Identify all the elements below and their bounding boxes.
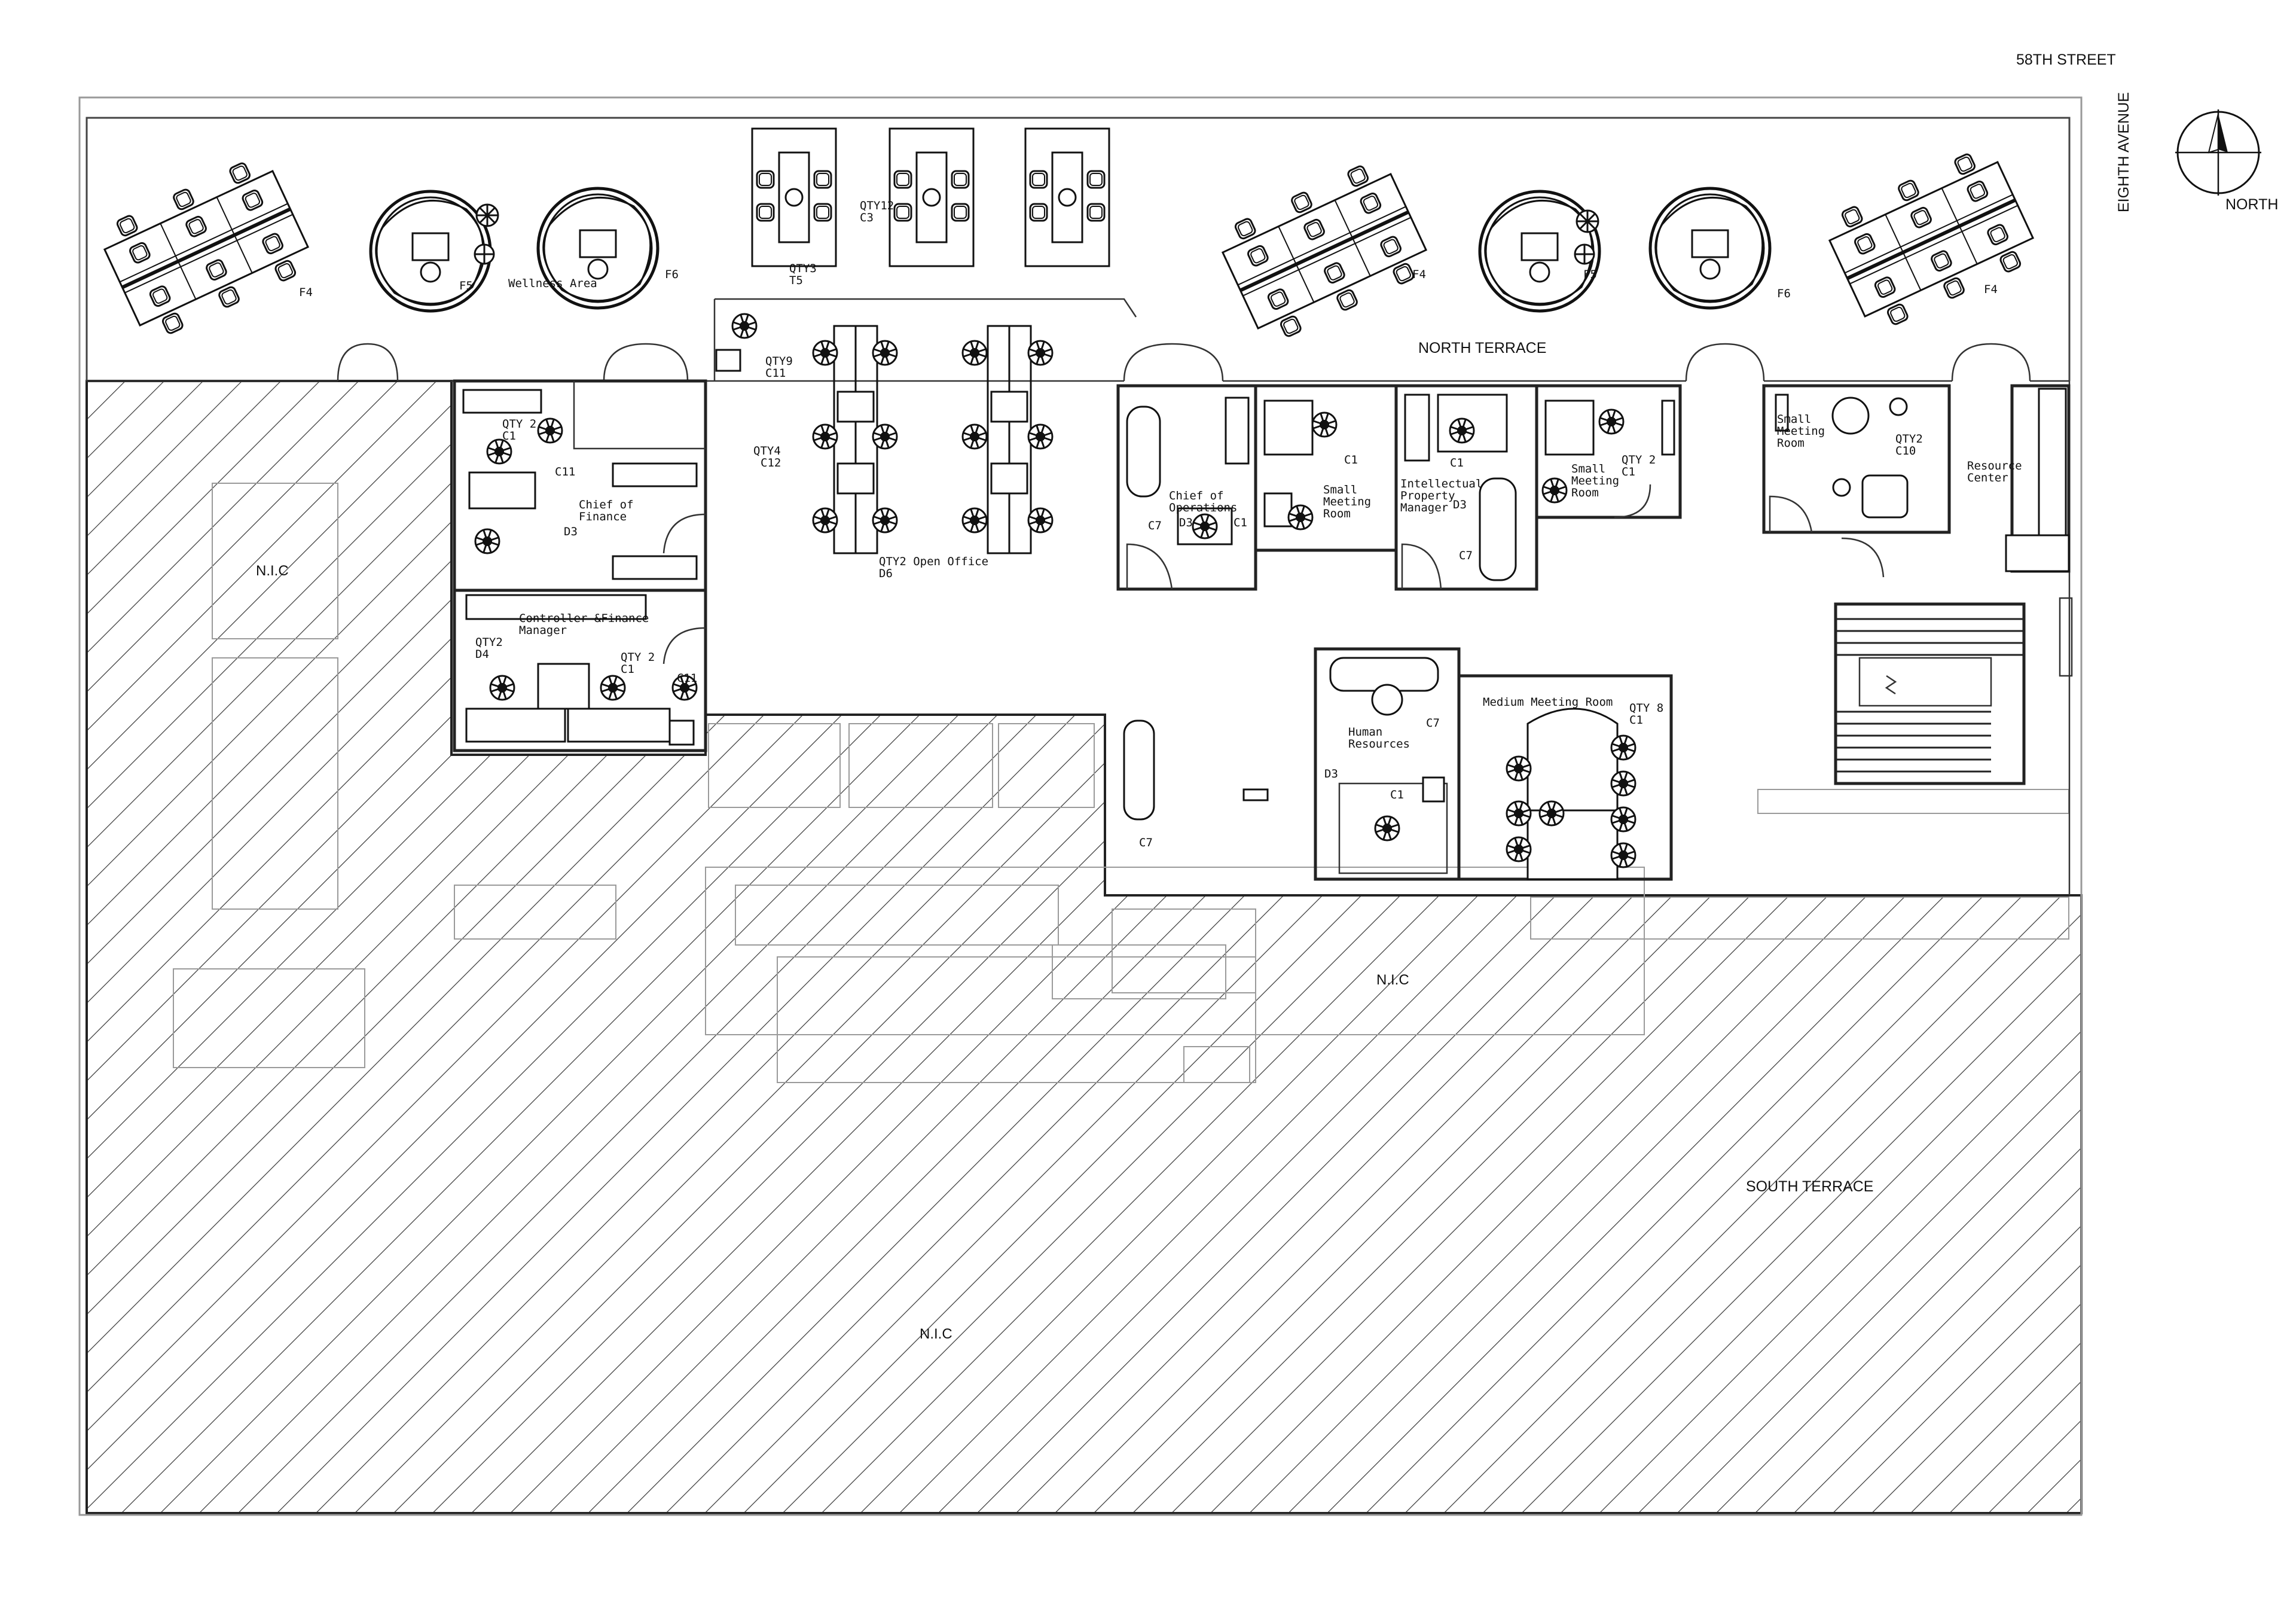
building-outline	[78, 96, 2083, 1516]
stairs	[1834, 602, 2026, 785]
small-meeting-room-label: Room	[1571, 486, 1599, 499]
tag-code: C1	[1629, 714, 1643, 727]
finance-offices	[453, 379, 707, 752]
cfo-label: Chief of	[579, 498, 634, 511]
tag-qty: QTY2	[1895, 432, 1923, 446]
small-meeting-room-label: Small	[1777, 413, 1811, 426]
tag-f4: F4	[1412, 268, 1426, 281]
compass-label: NORTH	[2225, 196, 2278, 213]
resource-center-label: Resource	[1967, 459, 2022, 472]
coo-label: Chief of	[1169, 489, 1224, 502]
north-arrow-icon	[2175, 109, 2261, 196]
tag-code: C12	[761, 456, 781, 469]
tag-f5: F5	[459, 279, 473, 292]
nic-left-label: N.I.C	[256, 563, 289, 579]
tag-f6: F6	[1777, 287, 1791, 300]
tag-code: D3	[1453, 498, 1467, 511]
small-meeting-room-label: Meeting	[1571, 474, 1619, 487]
tag-code: C11	[677, 672, 697, 685]
tag-qty: QTY3	[789, 262, 817, 275]
nic-hatched-area	[86, 380, 2083, 1514]
tag-code: C7	[1148, 519, 1162, 532]
small-meeting-room-label: Room	[1323, 507, 1351, 520]
medium-meeting-room-label: Medium Meeting Room	[1483, 696, 1613, 709]
controller-label: Manager	[519, 624, 567, 637]
tag-qty: QTY9	[765, 355, 793, 368]
tag-code: C11	[765, 367, 786, 380]
tag-code: D6	[879, 567, 893, 580]
tag-code: C1	[1234, 516, 1247, 529]
ip-manager-label: Property	[1400, 489, 1455, 502]
tag-qty: QTY 2	[1622, 453, 1656, 467]
open-office	[715, 313, 1054, 554]
tag-code: D3	[564, 525, 578, 538]
tag-f4: F4	[1984, 283, 1998, 296]
terrace-furniture	[96, 129, 2042, 347]
coo-label: Operations	[1169, 501, 1237, 514]
central-offices	[1116, 384, 2071, 591]
tag-code: C1	[1344, 453, 1358, 467]
tag-code: C1	[621, 663, 634, 676]
resource-center-label: Center	[1967, 471, 2008, 484]
hr-and-meeting-rooms	[1123, 647, 1673, 881]
labels: 58TH STREET EIGHTH AVENUE NORTH NORTH TE…	[256, 51, 2278, 1342]
tag-qty: QTY 2	[621, 651, 655, 664]
tag-qty: QTY4	[753, 444, 781, 458]
tag-code: T5	[789, 274, 803, 287]
ip-manager-label: Intellectual	[1400, 477, 1482, 490]
tag-qty: QTY 8	[1629, 702, 1663, 715]
tag-code: D4	[475, 648, 489, 661]
wellness-area-label: Wellness Area	[508, 277, 597, 290]
background-linework	[173, 483, 2069, 1083]
tag-code: C1	[1390, 788, 1404, 801]
tag-code: D3	[1179, 516, 1193, 529]
tag-code: C7	[1426, 716, 1440, 730]
north-terrace-label: NORTH TERRACE	[1418, 340, 1546, 356]
small-meeting-room-label: Small	[1571, 462, 1605, 475]
tag-code: C11	[555, 465, 575, 478]
controller-label: Controller &Finance	[519, 612, 649, 625]
street-east-label: EIGHTH AVENUE	[2115, 92, 2132, 212]
cfo-label: Finance	[579, 510, 627, 523]
tag-f5: F5	[1583, 268, 1597, 281]
tag-code: C7	[1459, 549, 1473, 562]
small-meeting-room-label: Meeting	[1777, 425, 1825, 438]
small-meeting-room-label: Meeting	[1323, 495, 1371, 508]
ip-manager-label: Manager	[1400, 501, 1448, 514]
tag-qty: QTY 2	[502, 417, 536, 431]
tag-qty: QTY12	[860, 199, 894, 212]
hr-label: Resources	[1348, 737, 1410, 751]
tag-code: C3	[860, 211, 874, 224]
hr-label: Human	[1348, 725, 1382, 739]
tag-code: D3	[1324, 767, 1338, 780]
south-terrace-label: SOUTH TERRACE	[1746, 1178, 1873, 1195]
tag-code: C7	[1139, 836, 1153, 849]
tag-f6: F6	[665, 268, 679, 281]
small-meeting-room-label: Room	[1777, 437, 1805, 450]
street-north-label: 58TH STREET	[2016, 51, 2116, 68]
tag-code: C1	[1622, 465, 1635, 478]
nic-bottom-label: N.I.C	[920, 1326, 952, 1342]
small-meeting-room-label: Small	[1323, 483, 1357, 496]
nic-center-label: N.I.C	[1376, 972, 1409, 988]
tag-code: C1	[1450, 456, 1464, 469]
open-office-label: QTY2 Open Office	[879, 555, 988, 568]
tag-code: C1	[502, 429, 516, 443]
tag-code: C10	[1895, 444, 1916, 458]
tag-qty: QTY2	[475, 636, 503, 649]
tag-f4: F4	[299, 286, 313, 299]
